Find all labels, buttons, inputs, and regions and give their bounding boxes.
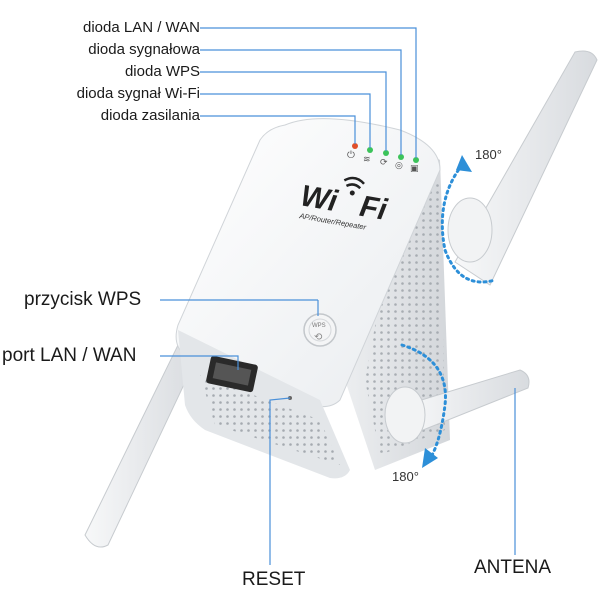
callout-line-lan-wan bbox=[200, 27, 417, 158]
rotation-label-bottom: 180° bbox=[392, 469, 419, 484]
rotation-arrows bbox=[400, 163, 497, 464]
rotation-arrowhead-bottom bbox=[422, 448, 438, 468]
led-power bbox=[352, 143, 358, 149]
led-row: ⏻ ≋ ⟳ ◎ ▣ bbox=[347, 143, 419, 174]
callout-line-wifi bbox=[200, 93, 371, 148]
callout-lines bbox=[160, 27, 516, 565]
wps-button-label: WPS bbox=[312, 323, 326, 329]
label-led-signal: dioda sygnałowa bbox=[88, 41, 200, 58]
wps-icon: ⟳ bbox=[380, 158, 388, 168]
wifi-logo-fi: Fi bbox=[357, 190, 390, 227]
callout-line-power bbox=[200, 115, 356, 144]
wifi-symbol-icon bbox=[343, 176, 365, 190]
callout-line-wps bbox=[200, 71, 387, 151]
led-wps bbox=[383, 150, 389, 156]
label-wps-button: przycisk WPS bbox=[24, 289, 142, 310]
label-antenna: ANTENA bbox=[474, 557, 552, 578]
signal-icon: ◎ bbox=[395, 161, 403, 171]
top-right-antenna bbox=[447, 50, 598, 286]
led-lan-wan bbox=[413, 157, 419, 163]
label-led-power: dioda zasilania bbox=[100, 107, 200, 124]
rotation-label-top: 180° bbox=[475, 147, 502, 162]
led-wifi-signal bbox=[367, 147, 373, 153]
label-led-lan-wan: dioda LAN / WAN bbox=[83, 19, 200, 36]
bottom-right-antenna bbox=[384, 369, 530, 444]
device-front bbox=[175, 118, 441, 408]
wps-refresh-icon: ⟲ bbox=[314, 332, 323, 343]
label-led-wifi: dioda sygnał Wi-Fi bbox=[76, 85, 200, 102]
callout-line-signal bbox=[200, 49, 402, 155]
led-signal bbox=[398, 154, 404, 160]
callout-line-reset bbox=[269, 397, 291, 565]
wifi-icon: ≋ bbox=[363, 155, 371, 165]
power-icon: ⏻ bbox=[347, 150, 355, 161]
label-lan-wan-port: port LAN / WAN bbox=[2, 345, 137, 366]
label-reset: RESET bbox=[242, 569, 306, 590]
label-led-wps: dioda WPS bbox=[124, 63, 200, 80]
device-side bbox=[345, 130, 450, 470]
rotation-arc-top bbox=[440, 163, 497, 284]
rotation-arc-bottom bbox=[400, 343, 447, 464]
lan-icon: ▣ bbox=[410, 164, 419, 174]
callout-line-port bbox=[160, 355, 239, 370]
rotation-arrowhead-top bbox=[456, 155, 472, 172]
left-antenna bbox=[84, 344, 199, 548]
wifi-logo-wi: Wi bbox=[298, 179, 340, 218]
wps-button[interactable]: WPS ⟲ bbox=[303, 313, 337, 347]
